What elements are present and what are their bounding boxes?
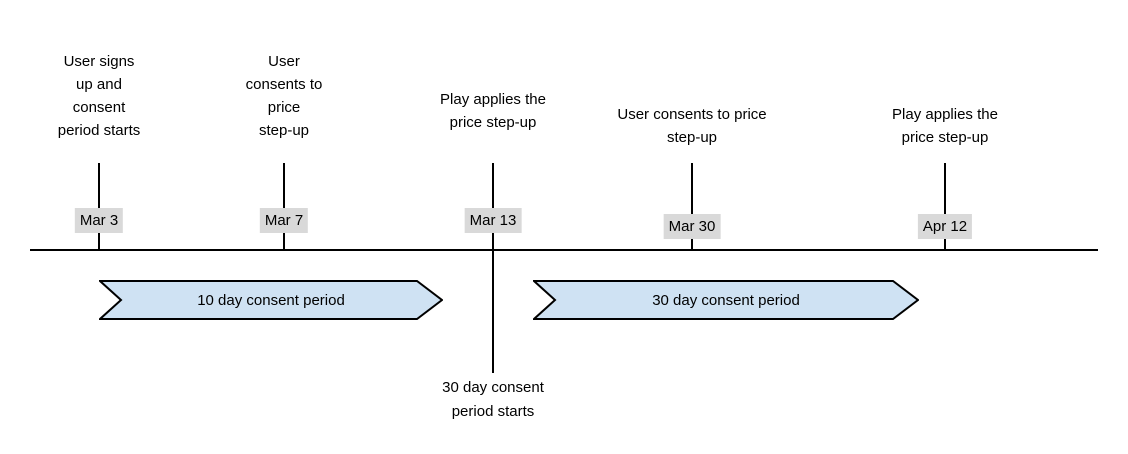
event-tick-line [283, 163, 285, 250]
event-tick-line [98, 163, 100, 250]
period-arrow-shape [533, 280, 919, 320]
event-date-badge: Apr 12 [917, 214, 973, 239]
event-date-badge: Mar 3 [74, 208, 124, 233]
event-date-badge: Mar 7 [259, 208, 309, 233]
event-tick-line [492, 163, 494, 373]
event-label: User consents to price step-up [617, 106, 767, 146]
consent-period-arrow-30-day: 30 day consent period [533, 280, 919, 320]
consent-period-arrow-10-day: 10 day consent period [99, 280, 443, 320]
event-label: Play applies the price step-up [892, 106, 998, 146]
period-arrow-shape [99, 280, 443, 320]
event-date-badge: Mar 30 [663, 214, 721, 239]
event-label: Play applies the price step-up [440, 91, 546, 131]
event-label: User consents to price step-up [245, 53, 323, 139]
timeline-axis [30, 249, 1098, 251]
period-label: 10 day consent period [197, 291, 345, 309]
event-date-badge: Mar 13 [464, 208, 522, 233]
event-tick-line [944, 163, 946, 250]
note-30-day-consent-start: 30 day consent period starts [442, 379, 544, 420]
event-tick-line [691, 163, 693, 250]
event-label: User signs up and consent period starts [57, 53, 141, 139]
period-label: 30 day consent period [652, 291, 800, 309]
